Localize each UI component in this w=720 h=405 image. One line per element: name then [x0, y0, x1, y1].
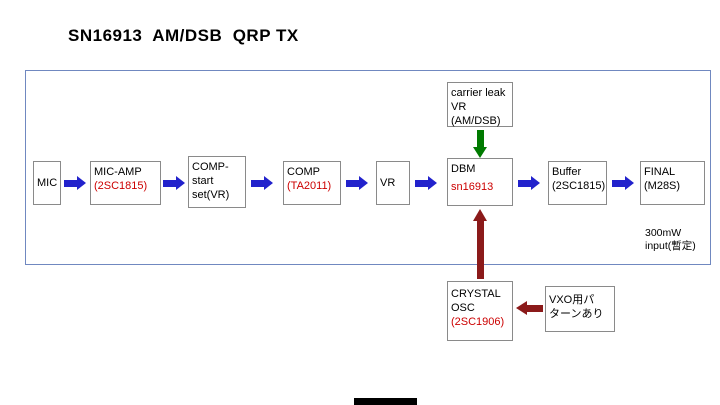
arrow-shaft [64, 179, 77, 187]
box-dbm-part: sn16913 [451, 181, 494, 193]
vxo-arrow-icon [516, 301, 543, 315]
arrow-shaft [163, 179, 176, 187]
box-comp-label: COMP [287, 166, 320, 178]
arrow-head [625, 176, 634, 190]
arrow-shaft [518, 179, 531, 187]
arrow-head [473, 147, 487, 158]
box-dbm: DBM sn16913 [447, 158, 513, 206]
box-carrier-leak-line3: (AM/DSB) [451, 115, 501, 127]
flow-arrow-icon [163, 176, 185, 190]
box-vxo-note: VXO用パ ターンあり [545, 286, 615, 332]
arrow-shaft [346, 179, 359, 187]
box-mic-amp-part: (2SC1815) [94, 180, 148, 192]
arrow-head [264, 176, 273, 190]
box-vxo-note-line1: VXO用パ [549, 294, 595, 306]
box-buffer-label: Buffer [552, 166, 582, 178]
box-vxo-note-line2: ターンあり [549, 308, 604, 320]
box-comp-part: (TA2011) [287, 180, 332, 192]
arrow-shaft [476, 130, 484, 147]
box-final: FINAL (M28S) [640, 161, 705, 205]
box-comp-start: COMP- start set(VR) [188, 156, 246, 208]
arrow-shaft [476, 221, 484, 279]
arrow-head [516, 301, 527, 315]
flow-arrow-icon [251, 176, 273, 190]
arrow-shaft [251, 179, 264, 187]
page-title: SN16913 AM/DSB QRP TX [68, 26, 299, 45]
flow-arrow-icon [612, 176, 634, 190]
power-note-line2: input(暫定) [645, 240, 696, 252]
arrow-head [176, 176, 185, 190]
box-comp-start-line2: start [192, 175, 214, 187]
box-carrier-leak-line1: carrier leak [451, 87, 506, 99]
box-carrier-leak-line2: VR [451, 101, 467, 113]
box-mic-amp: MIC-AMP (2SC1815) [90, 161, 161, 205]
box-crystal-osc-line2: OSC [451, 302, 475, 314]
box-vr: VR [376, 161, 410, 205]
box-carrier-leak-vr: carrier leak VR (AM/DSB) [447, 82, 513, 127]
box-mic-amp-label: MIC-AMP [94, 166, 142, 178]
box-dbm-label: DBM [451, 163, 476, 175]
box-buffer: Buffer (2SC1815) [548, 161, 607, 205]
box-comp: COMP (TA2011) [283, 161, 341, 205]
box-mic-label: MIC [37, 177, 58, 189]
arrow-head [428, 176, 437, 190]
box-mic: MIC [33, 161, 61, 205]
arrow-head [531, 176, 540, 190]
arrow-shaft [527, 304, 543, 312]
box-crystal-osc: CRYSTAL OSC (2SC1906) [447, 281, 513, 341]
box-comp-start-line3: set(VR) [192, 189, 230, 201]
carrier-leak-arrow-icon [473, 130, 487, 158]
box-vr-label: VR [380, 177, 396, 189]
flow-arrow-icon [415, 176, 437, 190]
power-note-line1: 300mW [645, 227, 682, 239]
arrow-head [473, 209, 487, 221]
diagram-frame [25, 70, 711, 265]
power-note: 300mW input(暫定) [645, 227, 696, 253]
arrow-shaft [612, 179, 625, 187]
bottom-black-bar [354, 398, 417, 405]
flow-arrow-icon [64, 176, 86, 190]
box-crystal-osc-part: (2SC1906) [451, 316, 505, 328]
arrow-head [77, 176, 86, 190]
box-final-label: FINAL [644, 166, 676, 178]
box-buffer-part: (2SC1815) [552, 180, 606, 192]
box-crystal-osc-line1: CRYSTAL [451, 288, 501, 300]
arrow-head [359, 176, 368, 190]
box-final-part: (M28S) [644, 180, 681, 192]
arrow-shaft [415, 179, 428, 187]
box-comp-start-line1: COMP- [192, 161, 229, 173]
flow-arrow-icon [346, 176, 368, 190]
oscillator-arrow-icon [473, 209, 487, 279]
flow-arrow-icon [518, 176, 540, 190]
